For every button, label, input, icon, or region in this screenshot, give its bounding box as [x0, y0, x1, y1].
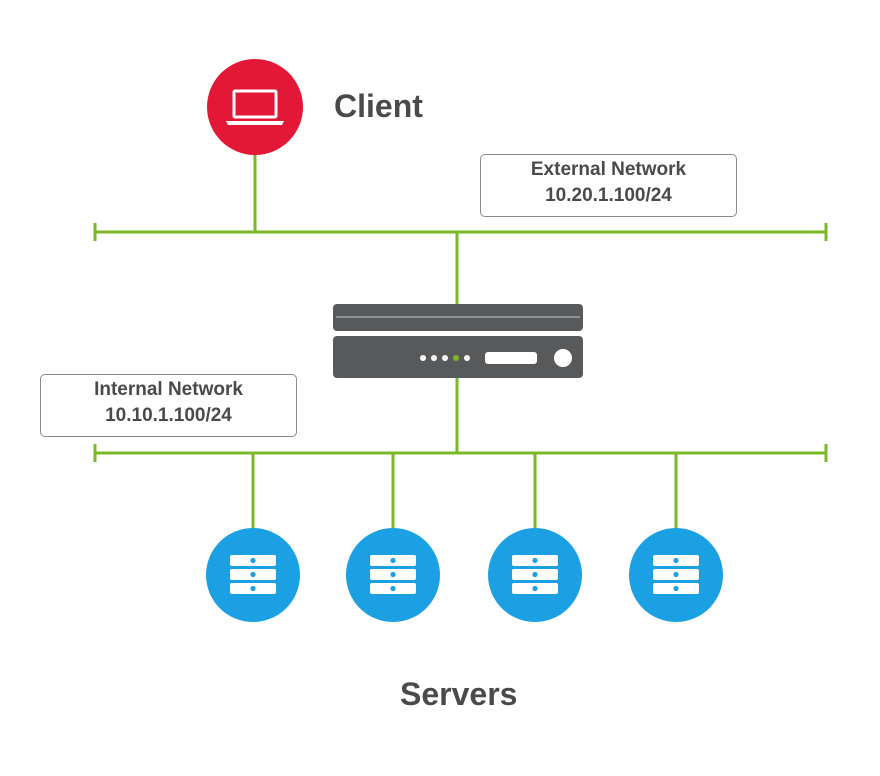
- server-icon: [653, 555, 699, 594]
- server-icon: [230, 555, 276, 594]
- appliance-status-leds: [420, 355, 470, 361]
- server-node: [488, 528, 582, 622]
- network-appliance-icon: [333, 304, 583, 378]
- server-node: [629, 528, 723, 622]
- internal-network-address: 10.10.1.100/24: [105, 405, 232, 426]
- client-label: Client: [334, 88, 423, 124]
- servers-label: Servers: [400, 676, 518, 712]
- client-node: [207, 59, 303, 155]
- client-circle: [207, 59, 303, 155]
- external-network-label: External Network 10.20.1.100/24: [480, 154, 737, 217]
- laptop-icon: [226, 89, 284, 125]
- server-nodes: [206, 528, 723, 622]
- server-icon: [370, 555, 416, 594]
- server-icon: [512, 555, 558, 594]
- internal-network-label: Internal Network 10.10.1.100/24: [40, 374, 297, 437]
- internal-network-name: Internal Network: [94, 379, 243, 400]
- server-node: [346, 528, 440, 622]
- appliance-power-button: [554, 349, 572, 367]
- external-network-name: External Network: [530, 159, 687, 180]
- external-network-address: 10.20.1.100/24: [545, 185, 672, 206]
- network-links: [93, 150, 828, 530]
- server-node: [206, 528, 300, 622]
- appliance-display: [485, 352, 537, 364]
